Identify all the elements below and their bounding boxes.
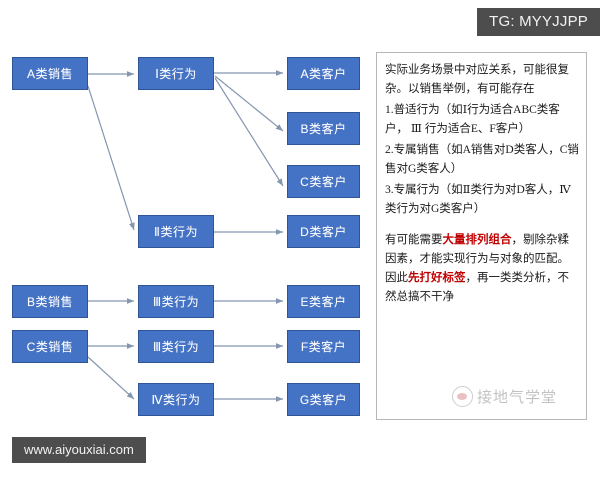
diagram-node-label: Ⅳ类行为 [151,393,201,407]
diagram-node-cust-b[interactable]: B类客户 [287,112,360,145]
notes-conclusion: 有可能需要大量排列组合，剔除杂糅因素，才能实现行为与对象的匹配。因此先打好标签，… [385,231,579,307]
diagram-node-behavior-3b[interactable]: Ⅲ类行为 [138,330,214,363]
diagram-node-label: Ⅱ类行为 [154,225,198,239]
notes-item-1: 1.普适行为（如Ⅰ行为适合ABC类客户， Ⅲ 行为适合E、F客户） [385,104,560,135]
diagram-node-behavior-1[interactable]: Ⅰ类行为 [138,57,214,90]
notes-item-3: 3.专属行为（如Ⅱ类行为对D客人，Ⅳ类行为对G类客户） [385,184,571,215]
diagram-node-label: A类销售 [26,67,73,81]
diagram-node-label: A类客户 [300,67,347,81]
connector-a-sales-to-behavior-2 [87,85,135,231]
diagram-node-label: G类客户 [299,393,348,407]
diagram-node-cust-e[interactable]: E类客户 [287,285,360,318]
diagram-node-behavior-4[interactable]: Ⅳ类行为 [138,383,214,416]
diagram-node-cust-c[interactable]: C类客户 [287,165,360,198]
notes-panel: 实际业务场景中对应关系，可能很复杂。以销售举例，有可能存在 1.普适行为（如Ⅰ行… [376,52,587,420]
connector-behavior-1-to-cust-c [214,77,284,187]
connector-behavior-1-to-cust-b [214,75,284,132]
conclusion-highlight-2: 先打好标签 [408,272,466,284]
diagram-node-cust-f[interactable]: F类客户 [287,330,360,363]
diagram-node-label: Ⅲ类行为 [152,340,200,354]
diagram-node-cust-a[interactable]: A类客户 [287,57,360,90]
diagram-node-label: D类客户 [300,225,347,239]
site-url-badge: www.aiyouxiai.com [12,437,146,463]
diagram-node-cust-g[interactable]: G类客户 [287,383,360,416]
diagram-node-behavior-3a[interactable]: Ⅲ类行为 [138,285,214,318]
diagram-node-behavior-2[interactable]: Ⅱ类行为 [138,215,214,248]
diagram-node-a-sales[interactable]: A类销售 [12,57,88,90]
conclusion-part-2: ，剔除杂糅因素，才能实现行为与对象的匹配。因此 [385,234,569,284]
notes-intro: 实际业务场景中对应关系，可能很复杂。以销售举例，有可能存在 [385,64,569,95]
diagram-node-label: Ⅰ类行为 [155,67,197,81]
diagram-node-label: E类客户 [300,295,347,309]
diagram-node-label: B类销售 [26,295,73,309]
diagram-node-label: Ⅲ类行为 [152,295,200,309]
conclusion-highlight-1: 大量排列组合 [442,234,512,246]
diagram-node-label: B类客户 [300,122,347,136]
diagram-node-label: C类销售 [26,340,74,354]
diagram-node-label: C类客户 [300,175,347,189]
conclusion-part-3: ，再一类类分析，不然总搞不干净 [385,272,569,303]
tg-handle-badge: TG: MYYJJPP [477,8,600,36]
diagram-node-c-sales[interactable]: C类销售 [12,330,88,363]
notes-item-2: 2.专属销售（如A销售对D类客人，C销售对G类客人） [385,144,579,175]
connector-c-sales-to-behavior-4 [87,356,135,400]
diagram-node-b-sales[interactable]: B类销售 [12,285,88,318]
diagram-node-cust-d[interactable]: D类客户 [287,215,360,248]
diagram-node-label: F类客户 [300,340,347,354]
conclusion-part-1: 有可能需要 [385,234,443,246]
